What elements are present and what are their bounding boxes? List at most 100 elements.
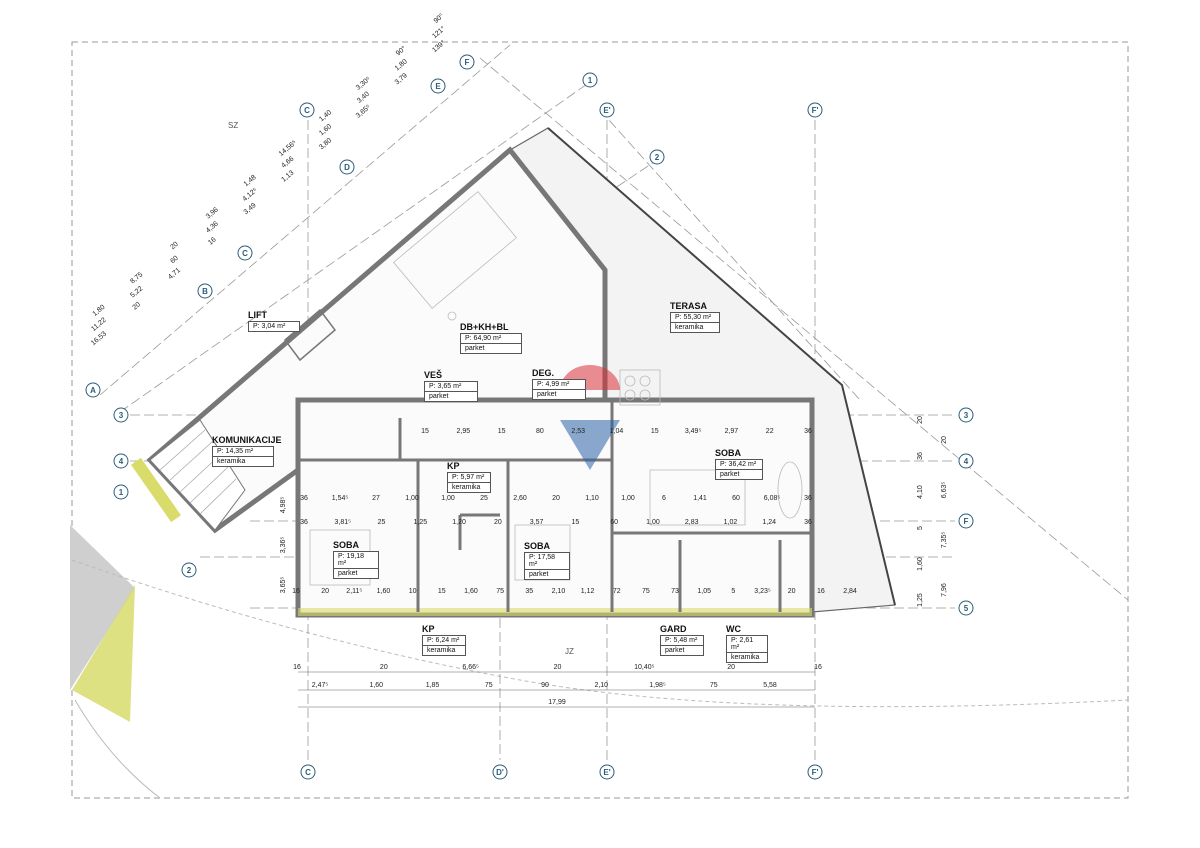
- dimension-label: 3,49: [243, 202, 258, 216]
- dimension-label: 73: [671, 588, 679, 595]
- dimension-label: 1,25: [917, 593, 924, 607]
- dimension-label: 1,80: [394, 58, 409, 72]
- room-name: SOBA: [524, 541, 551, 551]
- site-boundary: [71, 559, 1129, 708]
- dimension-label: 25: [480, 495, 488, 502]
- room-material: parket: [334, 568, 378, 578]
- dimension-label: 4,36: [205, 220, 220, 234]
- dimension-label: 1,60: [464, 588, 478, 595]
- room-material: parket: [716, 469, 762, 479]
- dimension-label: 90: [541, 682, 549, 689]
- dimension-label: 1,12: [581, 588, 595, 595]
- dimension-label: 1,04: [610, 428, 624, 435]
- dimension-label: 3,65⁵: [355, 104, 372, 120]
- dimension-label: 121°: [431, 25, 447, 41]
- grid-bubble: 3: [113, 407, 129, 423]
- grid-bubble: B: [197, 283, 213, 299]
- grid-bubble: E': [599, 102, 615, 118]
- room-material: keramika: [671, 322, 719, 332]
- dimension-label: 1,02: [724, 519, 738, 526]
- room-name: GARD: [660, 624, 687, 634]
- dimension-label: 60: [169, 255, 180, 265]
- dimension-label: 1,48: [243, 174, 258, 188]
- room-material: parket: [525, 569, 569, 579]
- dimension-label: 1,60: [369, 682, 383, 689]
- dimension-label: 1,60: [917, 557, 924, 571]
- dimension-label: 20: [321, 588, 329, 595]
- room-material: keramika: [727, 652, 767, 662]
- dimension-label: 1,10: [585, 495, 599, 502]
- dimension-label: 3,81⁵: [335, 519, 352, 526]
- dimension-label: 2,83: [685, 519, 699, 526]
- dimension-label: 20: [380, 664, 388, 671]
- dimension-label: 90°: [432, 12, 445, 25]
- dimension-label: 1,24: [762, 519, 776, 526]
- svg-text:2: 2: [187, 566, 192, 575]
- room-area: P: 55,30 m²: [675, 314, 712, 321]
- dimension-label: 36: [804, 519, 812, 526]
- dimension-label: 1,98⁵: [649, 682, 666, 689]
- dimension-label: 75: [496, 588, 504, 595]
- room-name: KP: [447, 461, 460, 471]
- dimension-label: 2,53: [571, 428, 585, 435]
- dimension-label: 3,40: [356, 91, 371, 105]
- dimension-label: 36: [300, 519, 308, 526]
- lift-shaft: [283, 308, 337, 362]
- total-width-dimension: 17,99: [548, 699, 566, 706]
- room-name: WC: [726, 624, 741, 634]
- dimension-label: 7,35⁵: [941, 532, 948, 549]
- dimension-label: 15: [651, 428, 659, 435]
- dimension-label: 35: [525, 588, 533, 595]
- svg-text:F': F': [812, 106, 819, 115]
- dimension-label: 5: [731, 588, 735, 595]
- dimension-label: 6,08⁵: [764, 495, 781, 502]
- grid-bubble: 1: [113, 484, 129, 500]
- dimension-label: 5,58: [763, 682, 777, 689]
- svg-text:C: C: [304, 106, 310, 115]
- dimension-label: 1,13: [280, 170, 295, 184]
- dimension-label: 3,30⁵: [355, 76, 372, 92]
- dimension-label: 1,54⁵: [332, 495, 349, 502]
- grid-bubble: 1: [582, 72, 598, 88]
- orientation-sz: SZ: [228, 121, 238, 130]
- svg-text:A: A: [90, 386, 96, 395]
- dimension-label: 3,79: [394, 72, 409, 86]
- svg-text:E': E': [603, 106, 610, 115]
- grid-bubble: A: [85, 382, 101, 398]
- grid-bubble: D': [492, 764, 508, 780]
- dimension-label: 16: [293, 664, 301, 671]
- svg-text:1: 1: [119, 488, 124, 497]
- dimension-label: 20: [554, 664, 562, 671]
- dimension-label: 20: [132, 301, 143, 311]
- room-name: DB+KH+BL: [460, 322, 509, 332]
- grid-bubble: F': [807, 764, 823, 780]
- dimension-lines: [298, 671, 815, 708]
- grid-bubble: 4: [958, 453, 974, 469]
- dimension-label: 1,85: [426, 682, 440, 689]
- grid-bubble: 4: [113, 453, 129, 469]
- dimension-label: 10: [409, 588, 417, 595]
- south-wall-hatch: [298, 608, 812, 616]
- room-area: P: 4,99 m²: [537, 381, 570, 388]
- dimension-label: 15: [498, 428, 506, 435]
- dimension-label: 15: [421, 428, 429, 435]
- room-material: keramika: [213, 456, 273, 466]
- room-material: keramika: [448, 482, 490, 492]
- dimension-label: 60: [732, 495, 740, 502]
- room-area: P: 6,24 m²: [427, 637, 460, 644]
- dimension-label: 60: [610, 519, 618, 526]
- dimension-label: 20: [941, 436, 948, 444]
- dimension-label: 3,23⁵: [754, 588, 771, 595]
- dimension-label: 1,05: [697, 588, 711, 595]
- room-material: parket: [661, 645, 703, 655]
- dimension-label: 16: [207, 236, 218, 246]
- grid-bubble: C: [299, 102, 315, 118]
